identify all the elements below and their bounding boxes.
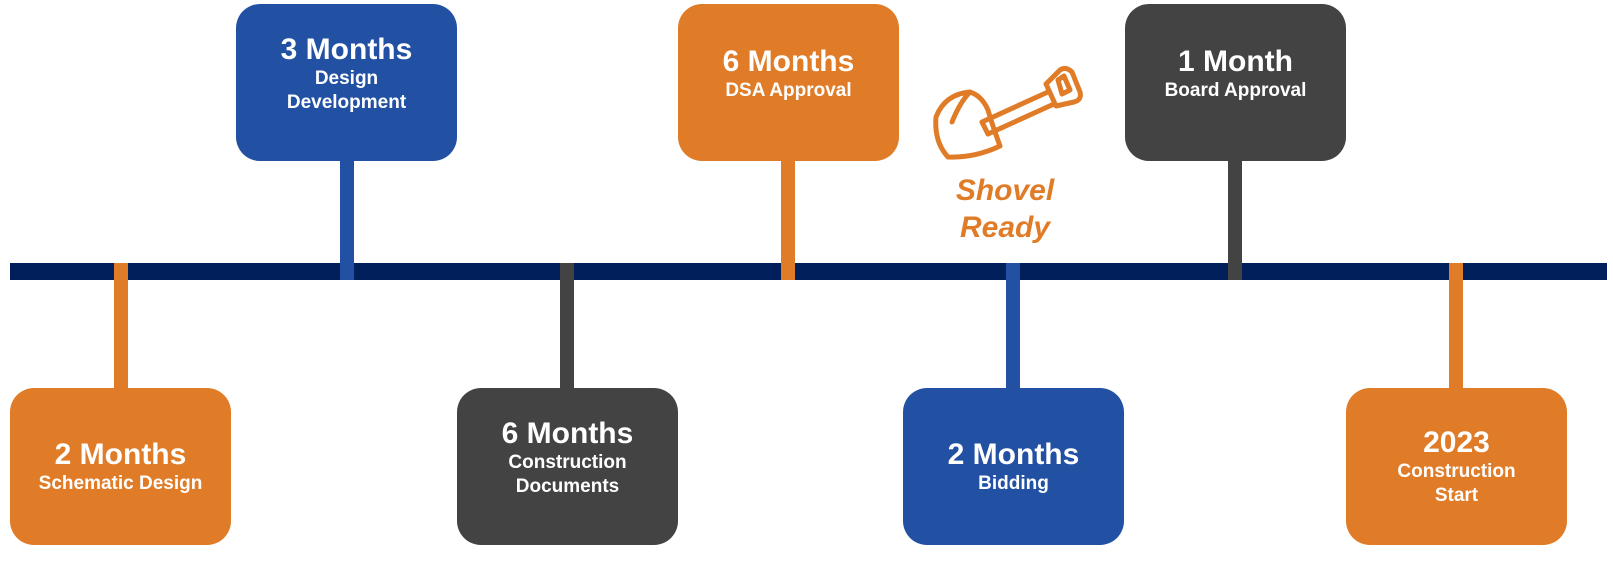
milestone-label: Construction Documents bbox=[508, 451, 627, 497]
milestone-label: Schematic Design bbox=[38, 472, 203, 494]
stem-bidding bbox=[1006, 263, 1020, 393]
milestone-box-schematic-design: 2 Months Schematic Design bbox=[10, 388, 231, 545]
stem-schematic-design bbox=[114, 263, 128, 393]
milestone-label: DSA Approval bbox=[725, 79, 852, 101]
stem-board-approval bbox=[1228, 155, 1242, 280]
milestone-box-board-approval: 1 Month Board Approval bbox=[1125, 4, 1346, 161]
milestone-duration: 6 Months bbox=[501, 416, 634, 450]
milestone-duration: 2 Months bbox=[54, 437, 187, 471]
milestone-duration: 3 Months bbox=[280, 32, 413, 66]
stem-construction-start bbox=[1449, 263, 1463, 393]
shovel-icon bbox=[933, 65, 1083, 160]
milestone-label: Design Development bbox=[286, 67, 407, 113]
milestone-duration: 6 Months bbox=[722, 44, 855, 78]
milestone-box-construction-start: 2023 Construction Start bbox=[1346, 388, 1567, 545]
milestone-box-design-development: 3 Months Design Development bbox=[236, 4, 457, 161]
milestone-label: Bidding bbox=[978, 472, 1049, 494]
milestone-duration: 2023 bbox=[1423, 425, 1490, 459]
milestone-box-dsa-approval: 6 Months DSA Approval bbox=[678, 4, 899, 161]
stem-construction-documents bbox=[560, 263, 574, 393]
stem-dsa-approval bbox=[781, 155, 795, 280]
stem-design-development bbox=[340, 155, 354, 280]
milestone-duration: 1 Month bbox=[1178, 44, 1293, 78]
milestone-box-bidding: 2 Months Bidding bbox=[903, 388, 1124, 545]
milestone-label: Construction Start bbox=[1397, 460, 1516, 506]
milestone-label: Board Approval bbox=[1164, 79, 1307, 101]
shovel-ready-label: Shovel Ready bbox=[930, 172, 1080, 246]
timeline-axis bbox=[10, 263, 1607, 280]
shovel-ready-line1: Shovel bbox=[955, 174, 1055, 207]
milestone-duration: 2 Months bbox=[947, 437, 1080, 471]
shovel-ready-line2: Ready bbox=[959, 211, 1051, 244]
milestone-box-construction-documents: 6 Months Construction Documents bbox=[457, 388, 678, 545]
